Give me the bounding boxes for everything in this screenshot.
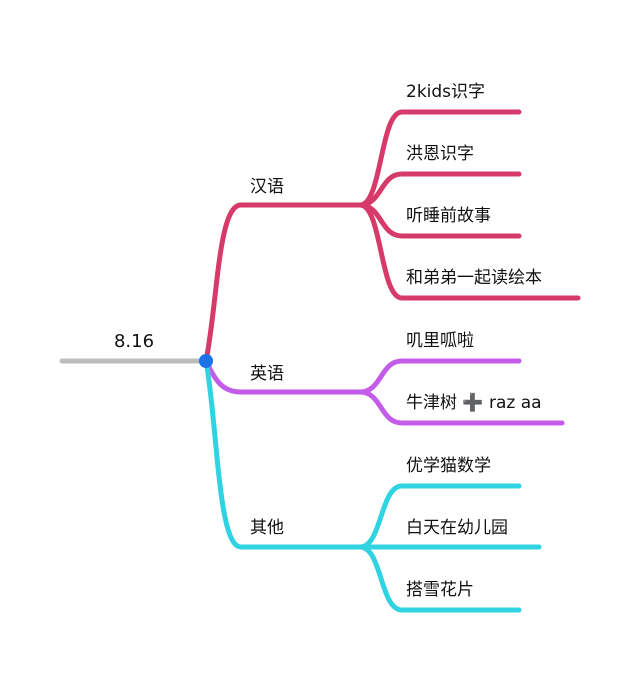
- leaf-connector: [357, 109, 522, 208]
- branch-connector: [203, 202, 363, 364]
- leaf-label[interactable]: 优学猫数学: [406, 456, 491, 476]
- leaf-connector: [357, 483, 522, 550]
- branch-english: 英语 叽里呱啦 牛津树 ➕ raz aa: [203, 331, 565, 426]
- branch-other: 其他 优学猫数学 白天在幼儿园 搭雪花片: [203, 358, 542, 613]
- leaf-label[interactable]: 叽里呱啦: [406, 331, 474, 351]
- leaf-connector: [357, 389, 565, 426]
- branch-chinese: 汉语 2kids识字 洪恩识字 听睡前故事 和弟弟一起读绘本: [203, 82, 581, 364]
- leaf-label[interactable]: 牛津树 ➕ raz aa: [406, 392, 542, 413]
- leaf-label[interactable]: 2kids识字: [406, 82, 485, 102]
- leaf-connector: [357, 202, 581, 301]
- leaf-label[interactable]: 白天在幼儿园: [406, 518, 508, 538]
- leaf-label[interactable]: 洪恩识字: [406, 144, 474, 164]
- root-node-label[interactable]: 8.16: [114, 331, 154, 352]
- leaf-label[interactable]: 听睡前故事: [406, 206, 491, 226]
- root-node[interactable]: [199, 354, 213, 368]
- branch-connector: [203, 358, 363, 550]
- leaf-connector: [357, 544, 522, 613]
- leaf-label[interactable]: 和弟弟一起读绘本: [406, 268, 542, 288]
- branch-label[interactable]: 英语: [250, 364, 284, 384]
- branch-label[interactable]: 汉语: [250, 177, 284, 197]
- leaf-connector: [357, 171, 522, 208]
- branch-label[interactable]: 其他: [250, 518, 284, 538]
- leaf-connector: [357, 358, 522, 395]
- leaf-label[interactable]: 搭雪花片: [406, 580, 474, 600]
